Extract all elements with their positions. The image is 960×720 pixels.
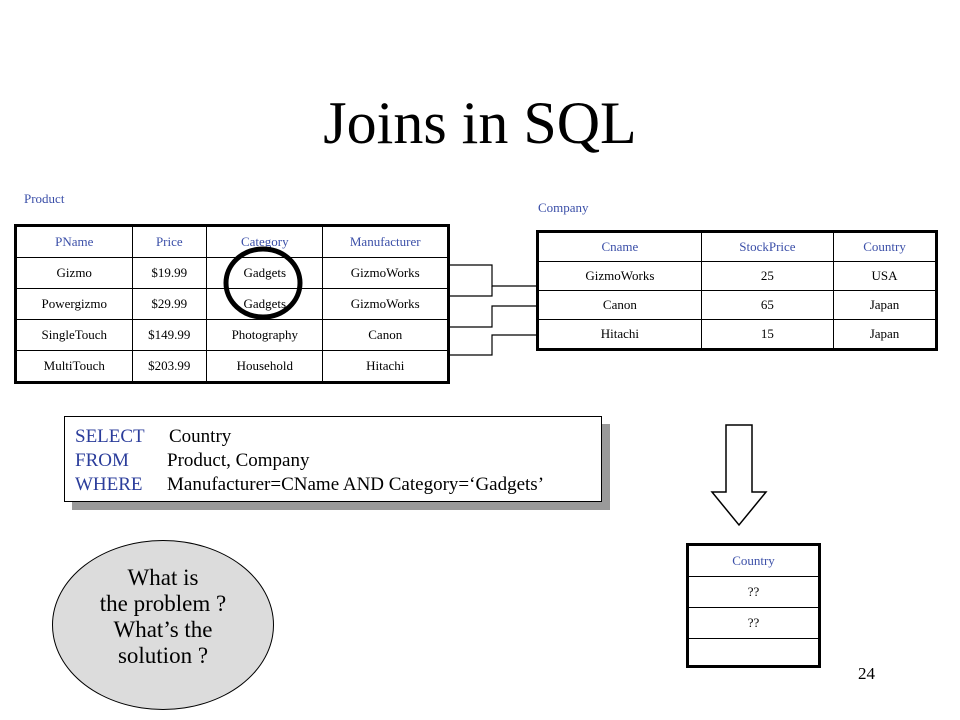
table-row: ?? xyxy=(687,607,820,639)
sql-line-from: FROM Product, Company xyxy=(75,449,310,473)
table-cell: GizmoWorks xyxy=(322,288,449,320)
sql-clause: Manufacturer=CName AND Category=‘Gadgets… xyxy=(167,474,545,495)
join-connector-line xyxy=(450,305,536,328)
table-cell xyxy=(687,638,820,667)
table-cell: $203.99 xyxy=(131,350,208,383)
table-cell: Hitachi xyxy=(322,350,449,383)
product-header-cell: PName xyxy=(15,225,133,258)
table-cell: $149.99 xyxy=(131,319,208,351)
product-table-caption: Product xyxy=(24,191,65,206)
join-connector-line xyxy=(450,286,493,297)
table-cell: Japan xyxy=(833,290,937,320)
result-header-cell: Country xyxy=(687,544,820,577)
table-row: Hitachi 15 Japan xyxy=(537,319,937,350)
sql-line-select: SELECT Country xyxy=(75,425,231,449)
table-cell: MultiTouch xyxy=(15,350,133,383)
sql-keyword: SELECT xyxy=(75,426,145,447)
table-cell: Canon xyxy=(537,290,702,320)
table-cell: $19.99 xyxy=(131,257,208,289)
table-cell: Gizmo xyxy=(15,257,133,289)
table-row: MultiTouch $203.99 Household Hitachi xyxy=(15,350,449,383)
product-header-row: PName Price Category Manufacturer xyxy=(15,225,449,258)
company-header-cell: Cname xyxy=(537,231,702,262)
callout-line: the problem ? xyxy=(99,591,227,616)
table-row: GizmoWorks 25 USA xyxy=(537,261,937,291)
slide-title: Joins in SQL xyxy=(323,90,637,156)
problem-callout-bubble xyxy=(52,540,274,710)
page-number: 24 xyxy=(858,664,875,683)
table-cell: Japan xyxy=(833,319,937,350)
sql-query-box: SELECT Country FROM Product, Company WHERE… xyxy=(64,416,602,502)
table-cell: USA xyxy=(833,261,937,291)
table-cell: ?? xyxy=(687,576,820,608)
join-connector-line xyxy=(450,334,536,356)
sql-keyword: FROM xyxy=(75,450,129,471)
table-cell: Canon xyxy=(322,319,449,351)
product-header-cell: Category xyxy=(206,225,324,258)
product-table: PName Price Category Manufacturer Gizmo … xyxy=(14,224,450,384)
table-cell: 15 xyxy=(700,319,835,350)
sql-clause: Country xyxy=(169,426,232,447)
company-table-caption: Company xyxy=(538,200,589,215)
join-connector-line xyxy=(450,264,536,287)
result-table: Country ?? ?? xyxy=(686,543,821,668)
product-header-cell: Manufacturer xyxy=(322,225,449,258)
table-cell: ?? xyxy=(687,607,820,639)
table-cell: GizmoWorks xyxy=(322,257,449,289)
table-row: Powergizmo $29.99 Gadgets GizmoWorks xyxy=(15,288,449,320)
table-cell: Household xyxy=(206,350,324,383)
result-header-row: Country xyxy=(687,544,820,577)
gadgets-highlight-circle xyxy=(223,246,303,320)
table-row: Gizmo $19.99 Gadgets GizmoWorks xyxy=(15,257,449,289)
callout-line: What’s the xyxy=(113,617,213,642)
sql-line-where: WHERE Manufacturer=CName AND Category=‘Ga… xyxy=(75,473,544,497)
problem-callout-text: What is the problem ? What’s the solutio… xyxy=(52,565,274,669)
table-cell: Hitachi xyxy=(537,319,702,350)
table-row: ?? xyxy=(687,576,820,608)
sql-keyword: WHERE xyxy=(75,474,143,495)
table-row xyxy=(687,638,820,667)
down-arrow-icon xyxy=(710,424,768,527)
sql-clause: Product, Company xyxy=(167,450,310,471)
callout-line: What is xyxy=(127,565,199,590)
callout-line: solution ? xyxy=(117,643,209,668)
company-table: Cname StockPrice Country GizmoWorks 25 U… xyxy=(536,230,938,351)
